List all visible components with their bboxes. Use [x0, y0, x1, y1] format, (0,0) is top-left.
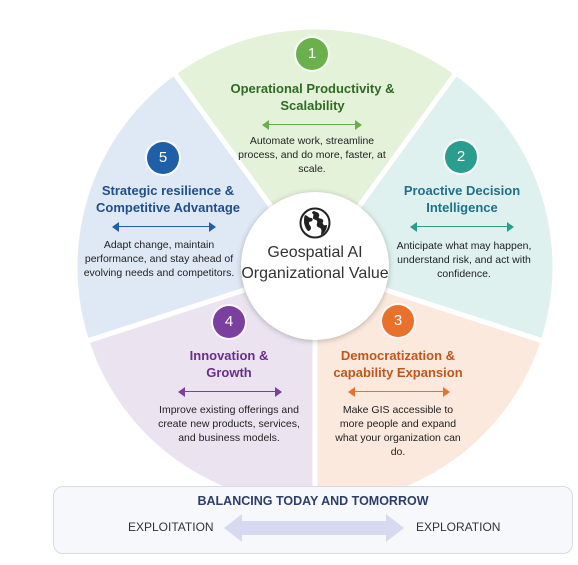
- balance-panel: BALANCING TODAY AND TOMORROW EXPLOITATIO…: [53, 486, 573, 554]
- segment-2-double-arrow: [410, 222, 514, 232]
- segment-5-description: Adapt change, maintain performance, and …: [83, 239, 235, 279]
- segment-3-title: Democratization & capability Expansion: [333, 348, 463, 380]
- segment-3-double-arrow: [348, 387, 450, 397]
- segment-4-title: Innovation & Growth: [189, 348, 269, 380]
- balance-double-arrow: [224, 514, 404, 542]
- segment-1-description: Automate work, streamline process, and d…: [238, 135, 386, 175]
- segment-1-title: Operational Productivity & Scalability: [230, 81, 395, 113]
- segment-4-double-arrow: [178, 387, 282, 397]
- segment-3-number-badge: 3: [382, 305, 414, 337]
- segment-5-title: Strategic resilience & Competitive Advan…: [96, 183, 240, 215]
- segment-1-double-arrow: [262, 120, 362, 130]
- center-hub: Geospatial AI Organizational Value: [241, 192, 389, 340]
- exploitation-label: EXPLOITATION: [128, 520, 214, 534]
- segment-2-title: Proactive Decision Intelligence: [403, 183, 521, 215]
- segment-5-number-badge: 5: [147, 142, 179, 174]
- globe-icon: [299, 207, 331, 239]
- segment-2-number-badge: 2: [445, 141, 477, 173]
- segment-1-number-badge: 1: [296, 38, 328, 70]
- segment-2-description: Anticipate what may happen, understand r…: [396, 240, 532, 280]
- balance-panel-title: BALANCING TODAY AND TOMORROW: [197, 494, 429, 508]
- segment-5-double-arrow: [112, 222, 216, 232]
- exploration-label: EXPLORATION: [416, 520, 501, 534]
- center-title: Geospatial AI Organizational Value: [241, 244, 389, 282]
- segment-4-number-badge: 4: [213, 306, 245, 338]
- segment-4-description: Improve existing offerings and create ne…: [158, 404, 300, 444]
- segment-3-description: Make GIS accessible to more people and e…: [335, 404, 461, 458]
